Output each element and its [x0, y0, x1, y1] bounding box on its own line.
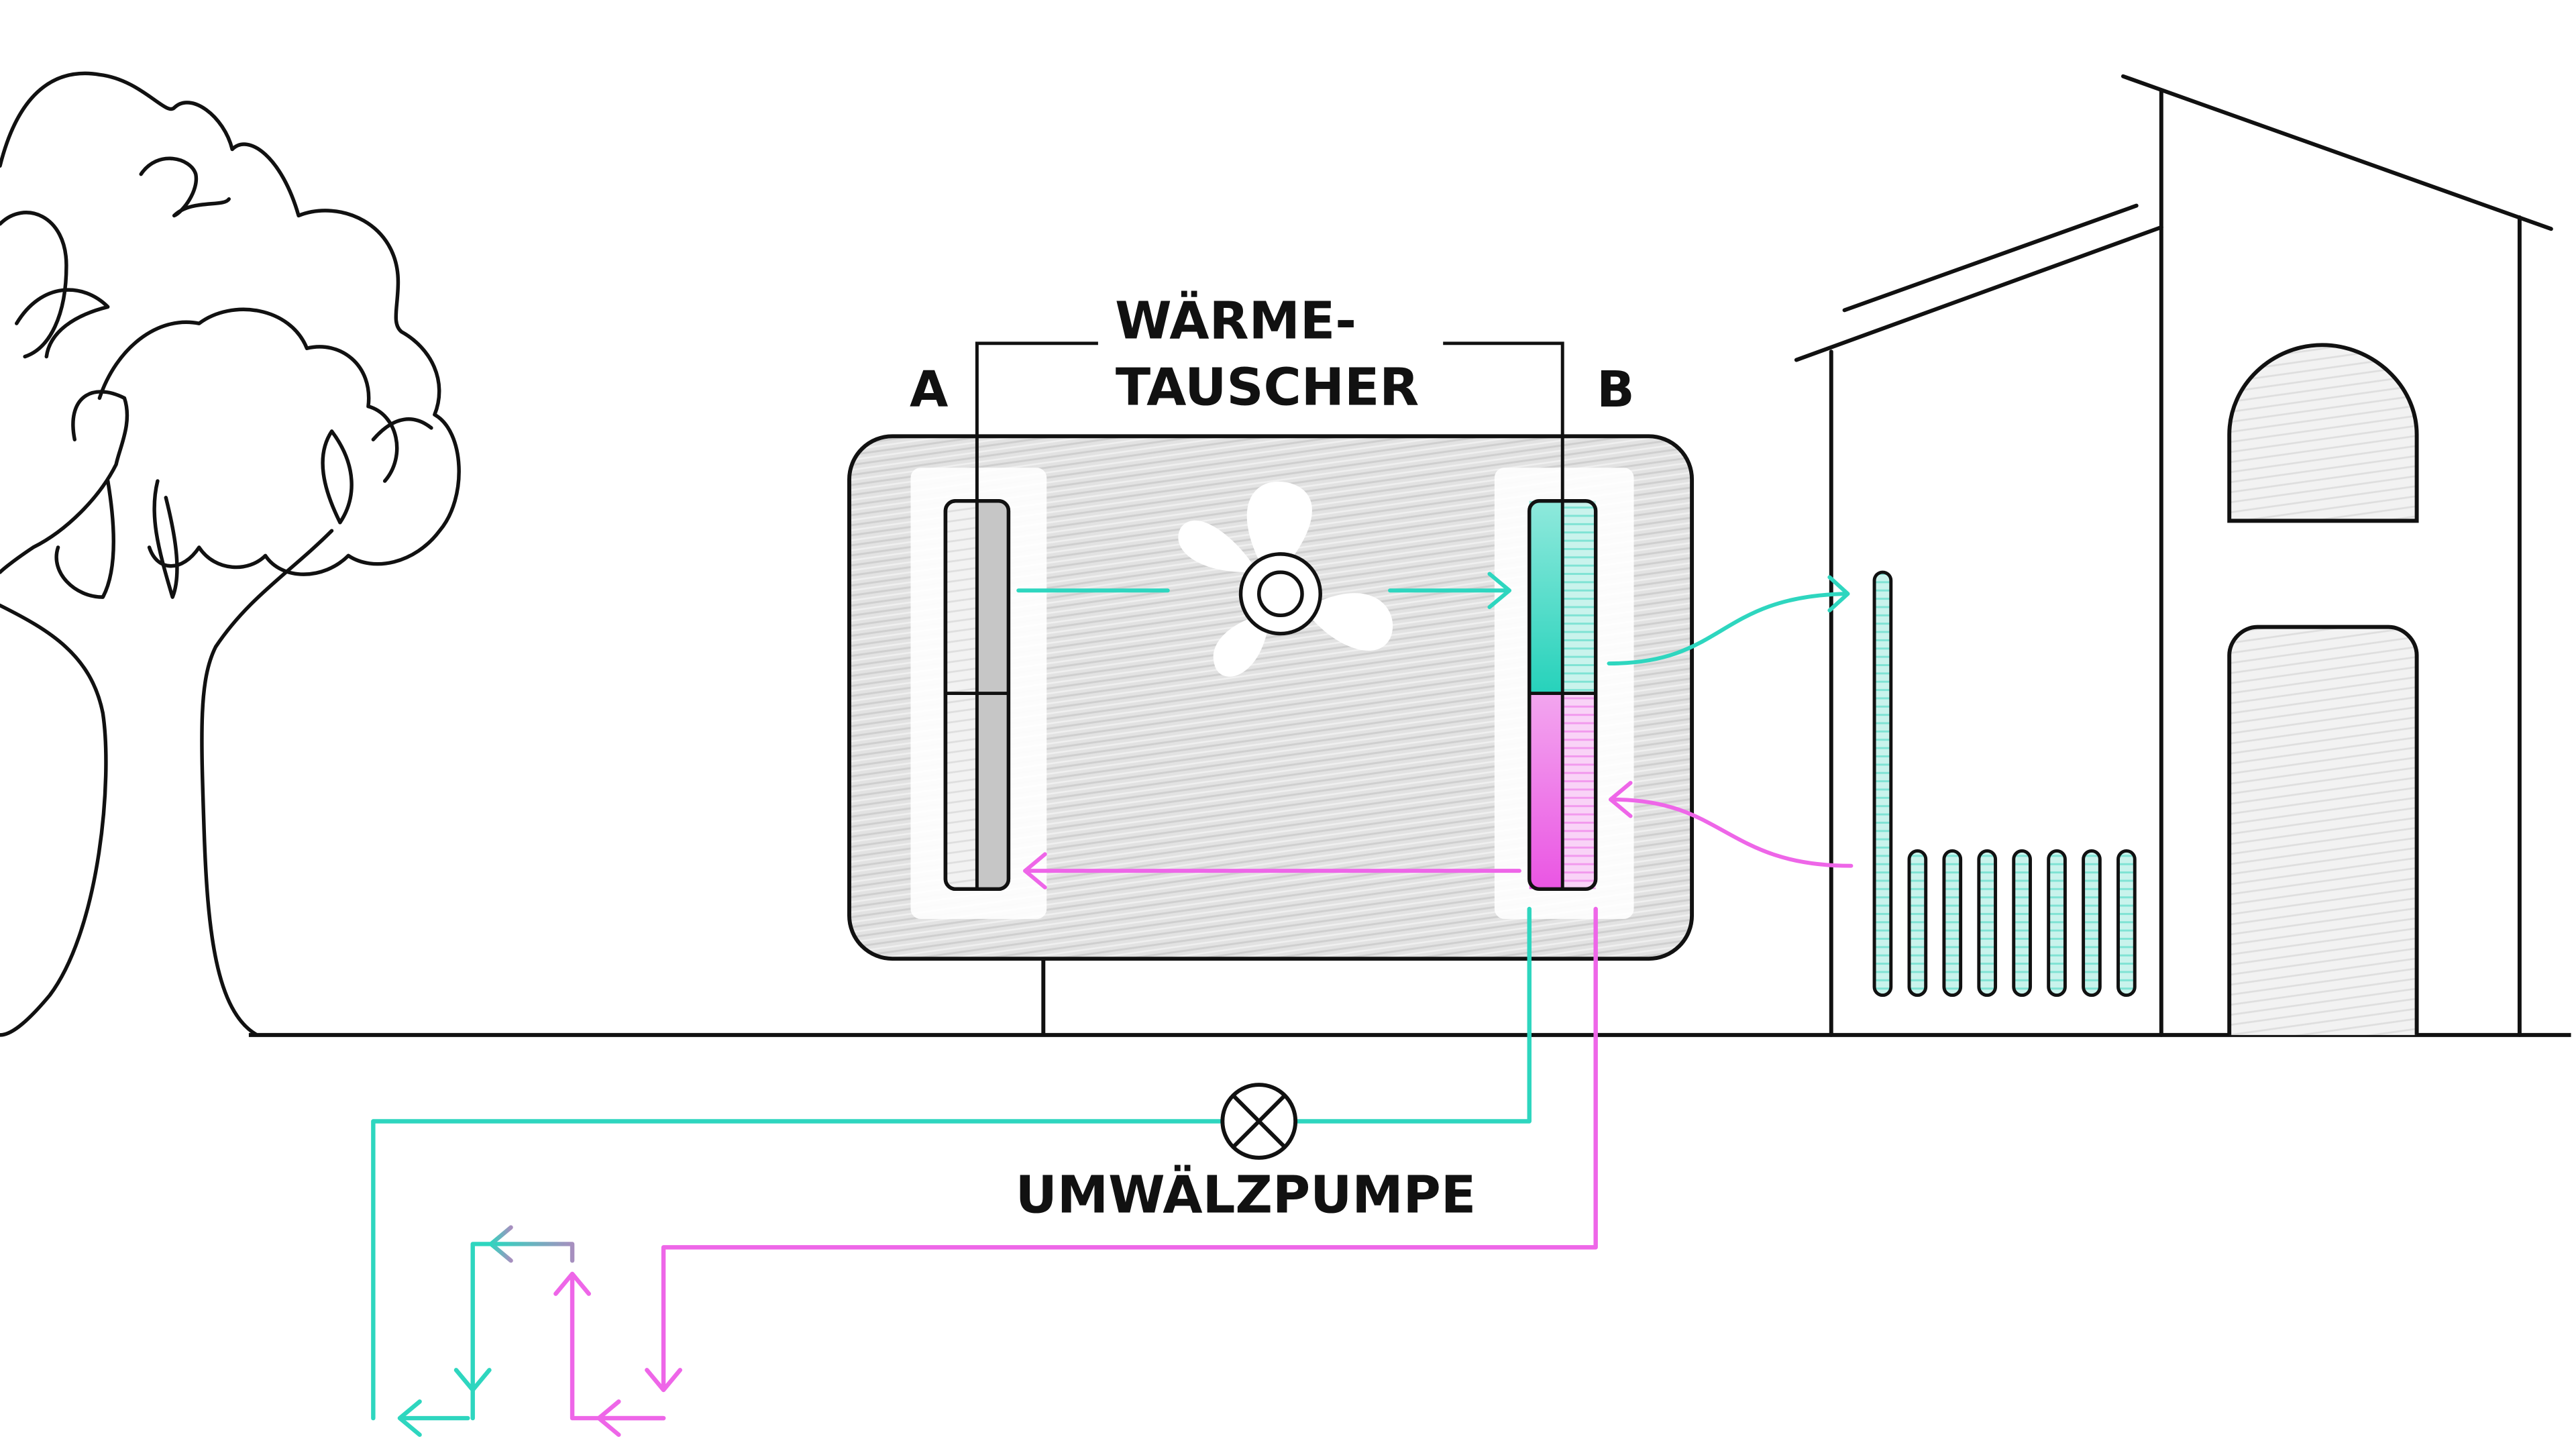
panel-a	[943, 499, 1011, 892]
house-icon	[1794, 74, 2553, 1037]
fan-icon	[1178, 481, 1393, 677]
tree-icon	[0, 71, 461, 1037]
ground-loop-transition-arrow	[488, 1225, 575, 1263]
house-window	[2227, 343, 2419, 523]
supply-flow-to-house-arrow	[1607, 575, 1850, 666]
label-leader-lines	[975, 341, 1564, 501]
pump-symbol-icon	[1220, 1083, 1298, 1160]
return-flow-from-house-arrow	[1608, 781, 1854, 868]
side-b-label: B	[1597, 361, 1635, 419]
ground-loop-warm-pipe	[553, 906, 1598, 1438]
side-a-label: A	[910, 361, 949, 419]
ground-loop-cold-pipe	[371, 906, 1532, 1438]
internal-cold-flow-arrow	[1016, 572, 1512, 609]
heat-exchanger-title-line1: WÄRME-	[1115, 290, 1356, 351]
radiator-icon	[1872, 570, 2137, 998]
heat-exchanger-title-line2: TAUSCHER	[1116, 358, 1419, 417]
pump-label: UMWÄLZPUMPE	[1016, 1165, 1477, 1225]
house-door	[2227, 625, 2419, 1035]
internal-warm-flow-arrow	[1023, 852, 1521, 890]
panel-b	[1527, 499, 1598, 892]
